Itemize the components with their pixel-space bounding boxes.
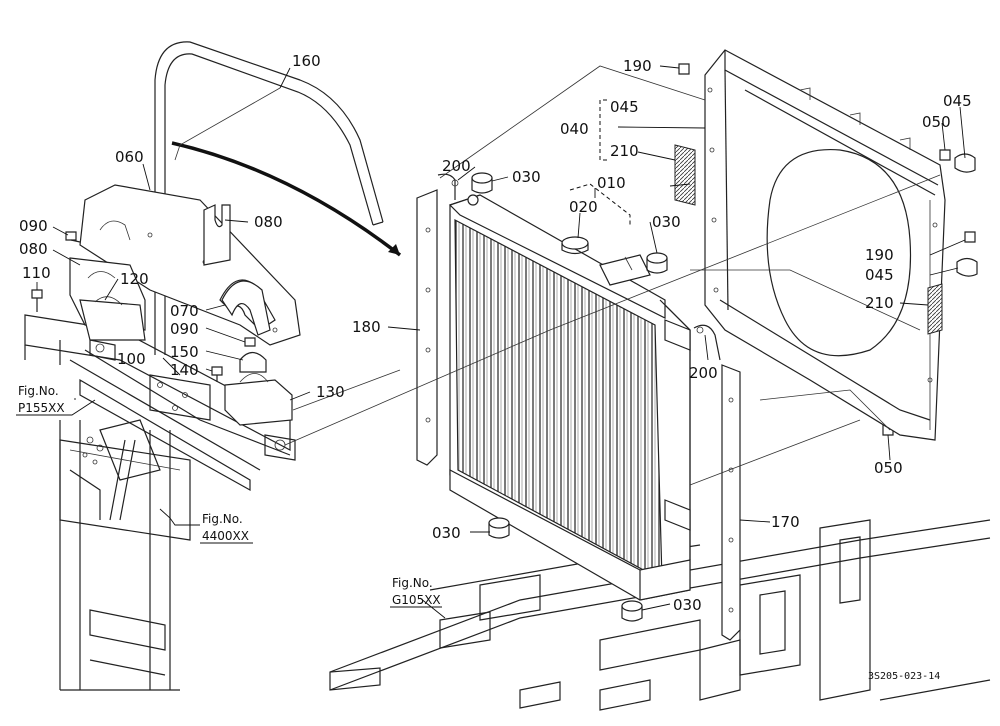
front-support-frame bbox=[59, 419, 191, 691]
reference-brackets bbox=[569, 99, 631, 225]
svg-text:Fig.No.: Fig.No. bbox=[18, 384, 59, 398]
assembly-direction-arrow bbox=[171, 141, 402, 257]
callout-150: 150 bbox=[170, 343, 199, 361]
callout-090: 090 bbox=[170, 320, 199, 338]
projection-lines bbox=[174, 65, 941, 486]
part-130-mount-bracket bbox=[224, 351, 293, 426]
callout-120: 120 bbox=[120, 270, 149, 288]
part-020-radiator-cap bbox=[561, 236, 589, 255]
bolt-050-upper bbox=[939, 149, 951, 161]
callout-labels: 160 060 090 080 110 120 080 070 090 150 … bbox=[19, 52, 972, 614]
callout-010: 010 bbox=[597, 174, 626, 192]
callout-045: 045 bbox=[610, 98, 639, 116]
chassis-frame bbox=[329, 519, 991, 711]
callout-200: 200 bbox=[689, 364, 718, 382]
figure-references: Fig.No. P155XX Fig.No. 4400XX Fig.No. G1… bbox=[16, 384, 442, 608]
part-030-mount-top-1 bbox=[471, 172, 493, 194]
part-210-label-on-shroud bbox=[927, 283, 943, 335]
bolt-090-lower bbox=[244, 337, 256, 347]
callout-050: 050 bbox=[922, 113, 951, 131]
callout-045: 045 bbox=[865, 266, 894, 284]
clip-045-lower bbox=[956, 257, 978, 277]
callout-070: 070 bbox=[170, 302, 199, 320]
leader-lines bbox=[36, 65, 966, 619]
callout-030: 030 bbox=[673, 596, 702, 614]
callout-210: 210 bbox=[610, 142, 639, 160]
callout-110: 110 bbox=[22, 264, 51, 282]
callout-080: 080 bbox=[254, 213, 283, 231]
part-030-mount-bottom-2 bbox=[621, 600, 643, 622]
part-200-tube-upper bbox=[437, 173, 459, 200]
part-080-bracket bbox=[203, 204, 231, 266]
bolt-140 bbox=[211, 366, 223, 382]
fig-ref-p155xx: Fig.No. P155XX bbox=[16, 384, 96, 416]
drawing-code: 3S205-023-14 bbox=[868, 671, 940, 682]
callout-030: 030 bbox=[512, 168, 541, 186]
svg-text:Fig.No.: Fig.No. bbox=[392, 576, 433, 590]
callout-130: 130 bbox=[316, 383, 345, 401]
part-170-side-seal bbox=[721, 364, 741, 641]
callout-020: 020 bbox=[569, 198, 598, 216]
bolt-190-upper bbox=[678, 63, 690, 75]
svg-text:G105XX: G105XX bbox=[392, 593, 441, 607]
callout-100: 100 bbox=[117, 350, 146, 368]
callout-160: 160 bbox=[292, 52, 321, 70]
part-210-label-loose bbox=[674, 144, 696, 206]
fig-ref-g105xx: Fig.No. G105XX bbox=[390, 576, 442, 608]
callout-190: 190 bbox=[865, 246, 894, 264]
callout-090: 090 bbox=[19, 217, 48, 235]
bolt-090-upper bbox=[65, 231, 81, 243]
part-200-tube-lower bbox=[693, 324, 721, 361]
fan-shroud bbox=[704, 49, 946, 441]
callout-030: 030 bbox=[652, 213, 681, 231]
callout-190: 190 bbox=[623, 57, 652, 75]
callout-060: 060 bbox=[115, 148, 144, 166]
callout-050: 050 bbox=[874, 459, 903, 477]
svg-text:P155XX: P155XX bbox=[18, 401, 65, 415]
part-070-half-seal bbox=[221, 280, 271, 336]
callout-045: 045 bbox=[943, 92, 972, 110]
part-030-mount-top-2 bbox=[646, 252, 668, 274]
bolt-110 bbox=[31, 289, 43, 312]
callout-180: 180 bbox=[352, 318, 381, 336]
svg-text:Fig.No.: Fig.No. bbox=[202, 512, 243, 526]
callout-140: 140 bbox=[170, 361, 199, 379]
radiator bbox=[448, 194, 691, 601]
callout-200: 200 bbox=[442, 157, 471, 175]
clip-045-upper bbox=[954, 153, 976, 173]
callout-210: 210 bbox=[865, 294, 894, 312]
callout-080: 080 bbox=[19, 240, 48, 258]
callout-040: 040 bbox=[560, 120, 589, 138]
callout-030: 030 bbox=[432, 524, 461, 542]
bolt-190-lower bbox=[964, 231, 976, 243]
bolts bbox=[31, 63, 978, 436]
part-080-left-bracket bbox=[69, 257, 146, 341]
callout-170: 170 bbox=[771, 513, 800, 531]
svg-text:4400XX: 4400XX bbox=[202, 529, 249, 543]
part-030-mount-bottom-1 bbox=[488, 517, 510, 539]
part-180-side-seal bbox=[416, 189, 438, 466]
fig-ref-4400xx: Fig.No. 4400XX bbox=[200, 512, 253, 544]
part-160-seal-strip bbox=[154, 41, 384, 355]
